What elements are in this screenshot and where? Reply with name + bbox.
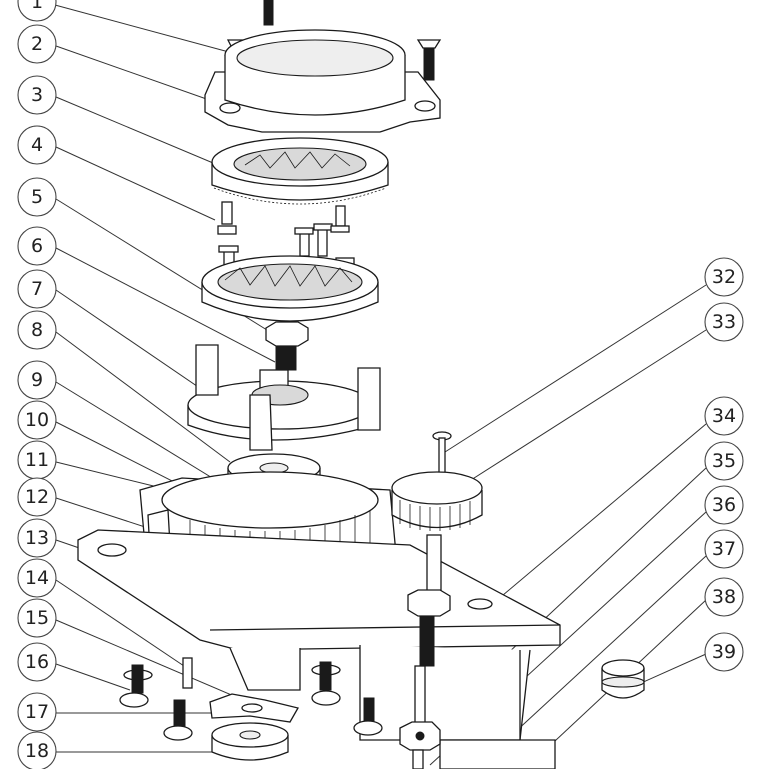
callout-3: 3: [17, 75, 57, 115]
callout-33: 33: [704, 302, 744, 342]
callout-35: 35: [704, 441, 744, 481]
svg-text:8: 8: [31, 319, 43, 341]
part-17-bolt: [163, 699, 193, 741]
svg-text:6: 6: [31, 235, 43, 257]
svg-text:3: 3: [31, 84, 43, 106]
callout-38: 38: [704, 577, 744, 617]
svg-text:11: 11: [25, 449, 49, 471]
svg-text:15: 15: [25, 607, 49, 629]
callout-15: 15: [17, 598, 57, 638]
part-13-base-plate: [77, 529, 561, 691]
svg-text:12: 12: [25, 486, 49, 508]
part-39-grommet: [601, 659, 645, 699]
callout-1: 1: [17, 0, 57, 22]
part-14-pin: [182, 657, 193, 689]
svg-text:34: 34: [712, 405, 736, 427]
svg-text:2: 2: [31, 33, 43, 55]
part-2-flange: [204, 29, 441, 133]
svg-text:39: 39: [712, 641, 736, 663]
part-32-screw: [432, 431, 452, 477]
svg-text:35: 35: [712, 450, 736, 472]
callout-34: 34: [704, 396, 744, 436]
callout-14: 14: [17, 558, 57, 598]
callout-37: 37: [704, 529, 744, 569]
callout-17: 17: [17, 692, 57, 732]
part-15-clip: [209, 693, 299, 723]
part-16-bolts: [119, 661, 383, 736]
callout-39: 39: [704, 632, 744, 672]
part-33-knob: [391, 471, 483, 531]
callout-7: 7: [17, 269, 57, 309]
callouts-left: 1 2 3 4 5 6 7 8: [17, 0, 57, 769]
svg-text:14: 14: [25, 567, 49, 589]
svg-text:10: 10: [25, 409, 49, 431]
callout-13: 13: [17, 518, 57, 558]
svg-text:32: 32: [712, 266, 736, 288]
svg-text:37: 37: [712, 538, 736, 560]
svg-text:16: 16: [25, 651, 49, 673]
svg-text:4: 4: [31, 134, 43, 156]
assembly-parts: [77, 0, 645, 769]
part-34-37-threaded-rod: [399, 534, 451, 769]
svg-text:18: 18: [25, 740, 49, 762]
part-3-upper-burr: [211, 137, 389, 205]
part-6-nut-stud: [265, 321, 309, 371]
part-18-foot: [211, 722, 289, 761]
callout-5: 5: [17, 177, 57, 217]
callout-2: 2: [17, 24, 57, 64]
svg-text:38: 38: [712, 586, 736, 608]
svg-text:17: 17: [25, 701, 49, 723]
callout-9: 9: [17, 360, 57, 400]
callout-11: 11: [17, 440, 57, 480]
callout-36: 36: [704, 485, 744, 525]
callout-4: 4: [17, 125, 57, 165]
svg-text:13: 13: [25, 527, 49, 549]
callout-6: 6: [17, 226, 57, 266]
part-bracket-right: [359, 645, 556, 769]
callout-8: 8: [17, 310, 57, 350]
callout-10: 10: [17, 400, 57, 440]
callouts-right: 32 33 34 35 36 37 38 39: [704, 257, 744, 672]
callout-12: 12: [17, 477, 57, 517]
callout-16: 16: [17, 642, 57, 682]
svg-text:33: 33: [712, 311, 736, 333]
svg-text:9: 9: [31, 369, 43, 391]
svg-text:36: 36: [712, 494, 736, 516]
svg-text:1: 1: [31, 0, 43, 13]
svg-text:7: 7: [31, 278, 43, 300]
callout-32: 32: [704, 257, 744, 297]
part-7-carrier: [187, 344, 381, 451]
svg-text:5: 5: [31, 186, 43, 208]
part-5-lower-burr: [201, 255, 379, 322]
callout-18: 18: [17, 731, 57, 769]
